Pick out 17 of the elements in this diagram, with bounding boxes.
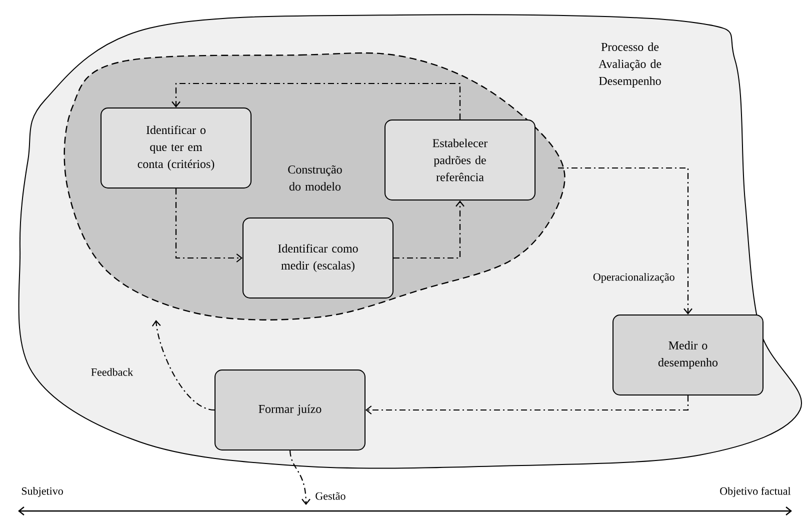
process-box: Identificar como medir (escalas): [242, 218, 394, 298]
axis-label: Objetivo factual: [720, 486, 791, 498]
arrow: [366, 396, 689, 414]
edge-label: Operacionalização: [593, 273, 674, 283]
arrow: [558, 167, 692, 314]
axis-label: Subjetivo: [22, 487, 63, 497]
edge-label: Gestão: [316, 492, 346, 500]
arrow: [152, 320, 215, 411]
arrow: [394, 200, 464, 259]
process-box: Identificar o que ter em conta (critérios): [100, 108, 252, 188]
edge-label: Feedback: [91, 368, 134, 376]
arrow: [289, 450, 310, 505]
arrow: [172, 82, 461, 120]
process-box: Estabelecer padrões de referência: [384, 120, 536, 200]
process-box: Formar juízo: [214, 370, 366, 450]
process-box: Medir o desempenho: [612, 314, 764, 396]
arrow: [175, 188, 242, 262]
